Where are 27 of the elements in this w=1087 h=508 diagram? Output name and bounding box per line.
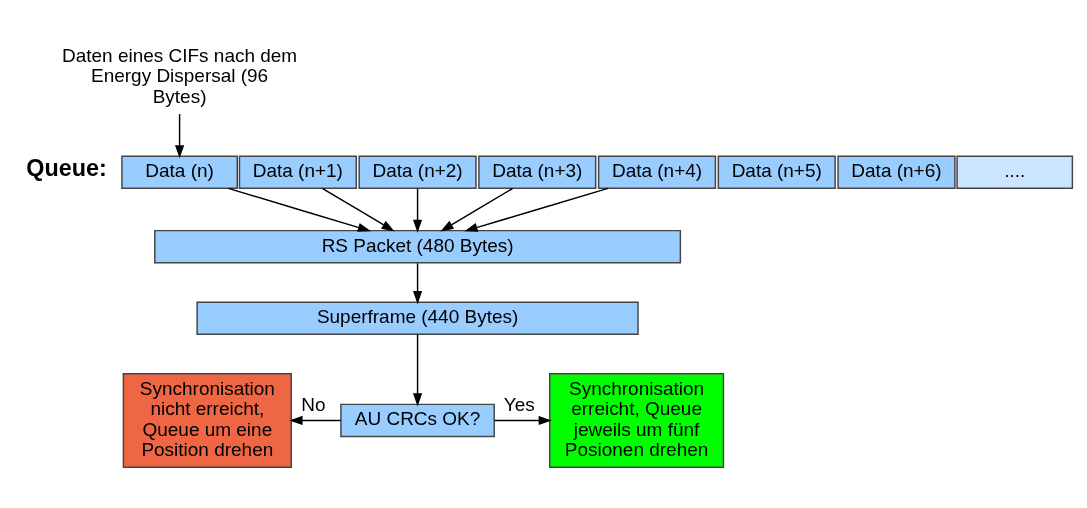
arrow: [227, 187, 372, 232]
node-text: Daten eines CIFs nach dem Energy Dispersal (96 Bytes): [62, 44, 298, 107]
node-box: Data (n): [121, 155, 238, 190]
node-box: Data (n+4): [597, 155, 717, 190]
arrow: [321, 187, 395, 232]
edge-label: Yes: [503, 393, 535, 415]
arrow: [440, 187, 514, 232]
node-box: AU CRCs OK?: [340, 403, 495, 438]
arrow: [464, 187, 609, 232]
node-box: Data (n+3): [478, 155, 597, 190]
node-box: Data (n+2): [358, 155, 477, 190]
arrow: [412, 262, 423, 305]
label: Queue:: [26, 155, 107, 182]
node-box: Data (n+6): [837, 155, 956, 190]
node-box: RS Packet (480 Bytes): [154, 229, 682, 264]
node-box: ....: [956, 155, 1074, 190]
edge-label: No: [301, 393, 326, 415]
arrow: [412, 333, 423, 407]
node-box: Synchronisation erreicht, Queue jeweils um fünf Posionen drehen: [549, 373, 725, 468]
node-box: Synchronisation nicht erreicht, Queue um eine Position drehen: [122, 373, 293, 468]
arrow: [412, 188, 423, 233]
arrow: [494, 415, 552, 426]
arrow: [289, 415, 342, 426]
arrow: [175, 113, 185, 159]
node-box: Data (n+1): [238, 155, 357, 190]
node-box: Superframe (440 Bytes): [196, 301, 639, 336]
node-box: Data (n+5): [717, 155, 836, 190]
